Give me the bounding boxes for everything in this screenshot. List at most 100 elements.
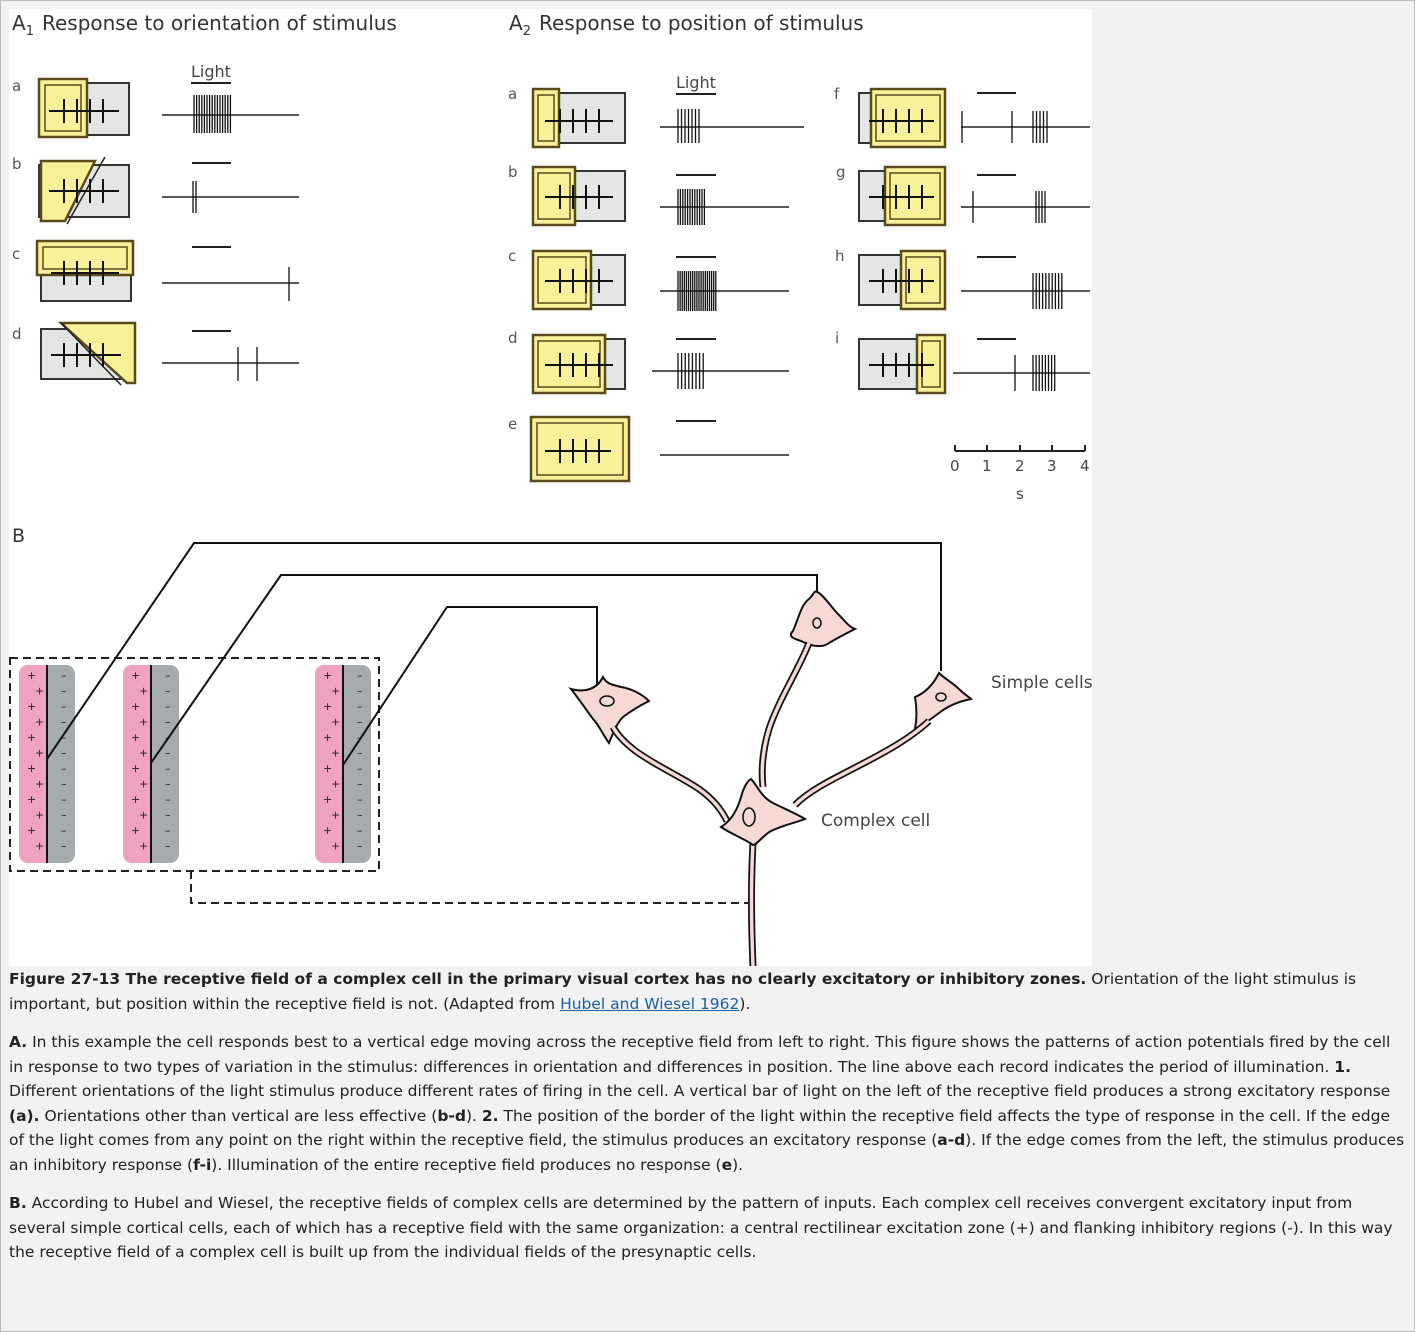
- a2-row-d: d: [508, 329, 518, 347]
- a2-trace-d: [652, 338, 789, 389]
- simple-cell-left: [568, 674, 651, 746]
- svg-text:–: –: [165, 793, 171, 806]
- a2-stimulus-c: [531, 249, 626, 311]
- svg-text:–: –: [61, 685, 67, 698]
- light-label-a1: Light: [191, 62, 231, 81]
- a2-stimulus-f: [858, 87, 947, 149]
- simple-cells-label: Simple cells: [991, 673, 1092, 693]
- a2-trace-g: [961, 174, 1090, 223]
- panel-b-label: B: [12, 525, 25, 547]
- a2-trace-f: [961, 92, 1090, 143]
- svg-text:–: –: [61, 824, 67, 837]
- svg-text:+: +: [139, 685, 148, 698]
- svg-text:–: –: [165, 762, 171, 775]
- svg-text:+: +: [131, 762, 140, 775]
- scale-tick-0: 0: [950, 457, 960, 475]
- svg-text:–: –: [357, 747, 363, 760]
- svg-text:+: +: [323, 824, 332, 837]
- a1-row-d: d: [12, 325, 22, 343]
- simple-to-complex-axons: [609, 641, 932, 966]
- svg-text:–: –: [61, 762, 67, 775]
- a2-row-e: e: [508, 415, 517, 433]
- svg-text:+: +: [323, 669, 332, 682]
- caption-paragraph-a: A. In this example the cell responds bes…: [9, 1033, 1405, 1174]
- svg-text:+: +: [35, 840, 44, 853]
- a1-stimulus-b: [38, 156, 130, 225]
- svg-text:+: +: [323, 793, 332, 806]
- a2-trace-c: [660, 256, 789, 311]
- svg-text:+: +: [131, 731, 140, 744]
- svg-text:–: –: [165, 685, 171, 698]
- svg-text:–: –: [61, 809, 67, 822]
- citation-link[interactable]: Hubel and Wiesel 1962: [560, 994, 740, 1013]
- a2-stimulus-g: [858, 165, 947, 227]
- svg-text:–: –: [61, 778, 67, 791]
- a2-row-f: f: [834, 85, 840, 103]
- light-label-a2: Light: [676, 73, 716, 92]
- complex-cell: [719, 777, 808, 847]
- a2-row-a: a: [508, 85, 517, 103]
- svg-text:+: +: [331, 685, 340, 698]
- svg-text:–: –: [61, 731, 67, 744]
- simple-receptive-field-1: [19, 665, 75, 863]
- svg-text:–: –: [357, 762, 363, 775]
- svg-text:+: +: [139, 716, 148, 729]
- svg-text:–: –: [61, 669, 67, 682]
- svg-text:–: –: [61, 747, 67, 760]
- svg-text:+: +: [131, 824, 140, 837]
- svg-text:+: +: [139, 747, 148, 760]
- svg-text:–: –: [165, 840, 171, 853]
- svg-text:+: +: [35, 778, 44, 791]
- svg-text:+: +: [331, 840, 340, 853]
- time-scale: 0 1 2 3 4 s: [950, 445, 1090, 503]
- svg-text:+: +: [139, 840, 148, 853]
- svg-text:–: –: [357, 778, 363, 791]
- a2-trace-b: [660, 174, 789, 225]
- svg-text:+: +: [27, 824, 36, 837]
- svg-text:+: +: [35, 809, 44, 822]
- a2-trace-i: [953, 338, 1090, 391]
- scale-tick-2: 2: [1015, 457, 1025, 475]
- svg-text:+: +: [323, 731, 332, 744]
- a2-row-g: g: [836, 163, 846, 181]
- a2-stimulus-i: [858, 333, 947, 395]
- simple-receptive-field-2: [123, 665, 179, 863]
- a1-row-c: c: [12, 245, 20, 263]
- svg-text:+: +: [27, 793, 36, 806]
- a2-stimulus-d: [531, 333, 626, 395]
- a1-trace-b: [162, 162, 299, 213]
- svg-text:+: +: [323, 762, 332, 775]
- a2-row-h: h: [835, 247, 845, 265]
- scale-tick-1: 1: [982, 457, 992, 475]
- scale-tick-4: 4: [1080, 457, 1090, 475]
- svg-text:–: –: [165, 669, 171, 682]
- a1-trace-a: [162, 95, 299, 133]
- svg-text:–: –: [165, 700, 171, 713]
- svg-text:–: –: [357, 824, 363, 837]
- a2-row-b: b: [508, 163, 518, 181]
- svg-text:+: +: [35, 716, 44, 729]
- svg-text:+: +: [35, 685, 44, 698]
- a2-row-c: c: [508, 247, 516, 265]
- svg-text:+: +: [27, 731, 36, 744]
- svg-text:+: +: [139, 809, 148, 822]
- a1-stimulus-c: [35, 239, 135, 302]
- a2-trace-a: [660, 109, 804, 143]
- svg-text:+: +: [27, 700, 36, 713]
- svg-text:–: –: [61, 700, 67, 713]
- svg-text:–: –: [357, 716, 363, 729]
- svg-text:–: –: [165, 809, 171, 822]
- caption-heading: Figure 27-13 The receptive field of a co…: [9, 970, 1357, 1013]
- svg-text:–: –: [165, 824, 171, 837]
- input-axons: [46, 542, 942, 766]
- svg-text:–: –: [357, 669, 363, 682]
- svg-text:–: –: [357, 840, 363, 853]
- svg-text:–: –: [165, 778, 171, 791]
- a2-trace-h: [961, 256, 1090, 309]
- svg-text:+: +: [35, 747, 44, 760]
- svg-text:+: +: [131, 700, 140, 713]
